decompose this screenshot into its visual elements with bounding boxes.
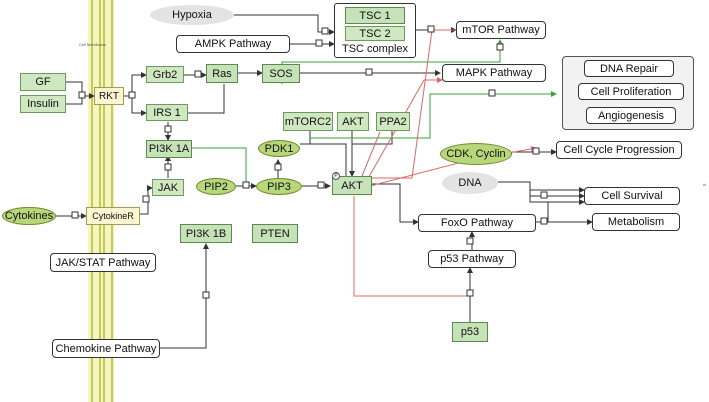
node-pip3[interactable]: PIP3 bbox=[256, 178, 302, 195]
node-irs1[interactable]: IRS 1 bbox=[146, 104, 188, 121]
node-cdk-cyclin[interactable]: CDK, Cyclin bbox=[440, 143, 512, 165]
node-foxo[interactable]: FoxO Pathway bbox=[418, 214, 536, 232]
node-mapk[interactable]: MAPK Pathway bbox=[442, 64, 546, 82]
green-edges bbox=[192, 39, 557, 186]
node-hypoxia[interactable]: Hypoxia bbox=[150, 5, 234, 25]
node-tsc2[interactable]: TSC 2 bbox=[345, 26, 405, 41]
node-gf[interactable]: GF bbox=[20, 73, 66, 91]
node-ras[interactable]: Ras bbox=[206, 64, 238, 83]
node-cell-cycle[interactable]: Cell Cycle Progression bbox=[556, 141, 682, 159]
node-cytokiner[interactable]: CytokineR bbox=[86, 207, 140, 225]
node-pi3k1b[interactable]: PI3K 1B bbox=[180, 224, 232, 243]
node-akt-small[interactable]: AKT bbox=[337, 112, 369, 131]
node-pdk1[interactable]: PDK1 bbox=[258, 140, 300, 157]
node-p53[interactable]: p53 bbox=[452, 322, 488, 342]
membrane-label: Cell Membrane bbox=[79, 42, 107, 47]
node-pip2[interactable]: PIP2 bbox=[196, 178, 236, 195]
node-dna[interactable]: DNA bbox=[442, 172, 498, 194]
node-ppa2[interactable]: PPA2 bbox=[376, 112, 410, 131]
node-sos[interactable]: SOS bbox=[262, 64, 300, 83]
node-jakstat[interactable]: JAK/STAT Pathway bbox=[50, 253, 156, 272]
node-grb2[interactable]: Grb2 bbox=[146, 66, 184, 83]
node-tsc1[interactable]: TSC 1 bbox=[345, 7, 405, 24]
node-cell-survival[interactable]: Cell Survival bbox=[584, 187, 680, 205]
node-pi3k1a[interactable]: PI3K 1A bbox=[146, 140, 192, 158]
junctions bbox=[71, 25, 548, 299]
node-cytokines[interactable]: Cytokines bbox=[2, 207, 56, 225]
tsc-complex-box[interactable]: TSC 1 TSC 2 TSC complex bbox=[334, 3, 416, 58]
node-p53-pathway[interactable]: p53 Pathway bbox=[428, 250, 516, 268]
node-angiogenesis[interactable]: Angiogenesis bbox=[586, 107, 676, 124]
node-chemokine[interactable]: Chemokine Pathway bbox=[52, 339, 160, 358]
node-jak[interactable]: JAK bbox=[152, 179, 184, 196]
phospho-marker: P bbox=[332, 172, 340, 180]
node-akt-main[interactable]: AKT bbox=[332, 176, 372, 195]
node-mtor[interactable]: mTOR Pathway bbox=[456, 21, 546, 39]
node-mtorc2[interactable]: mTORC2 bbox=[283, 112, 333, 131]
tsc-complex-label: TSC complex bbox=[341, 43, 409, 55]
node-metabolism[interactable]: Metabolism bbox=[592, 213, 680, 231]
node-insulin[interactable]: Insulin bbox=[20, 95, 66, 113]
node-dna-repair[interactable]: DNA Repair bbox=[584, 60, 674, 77]
node-pten[interactable]: PTEN bbox=[252, 224, 298, 243]
node-ampk[interactable]: AMPK Pathway bbox=[176, 35, 290, 53]
node-rkt[interactable]: RKT bbox=[94, 87, 124, 105]
node-cell-proliferation[interactable]: Cell Proliferation bbox=[578, 83, 684, 100]
edge-label-ct: ct bbox=[703, 182, 707, 187]
